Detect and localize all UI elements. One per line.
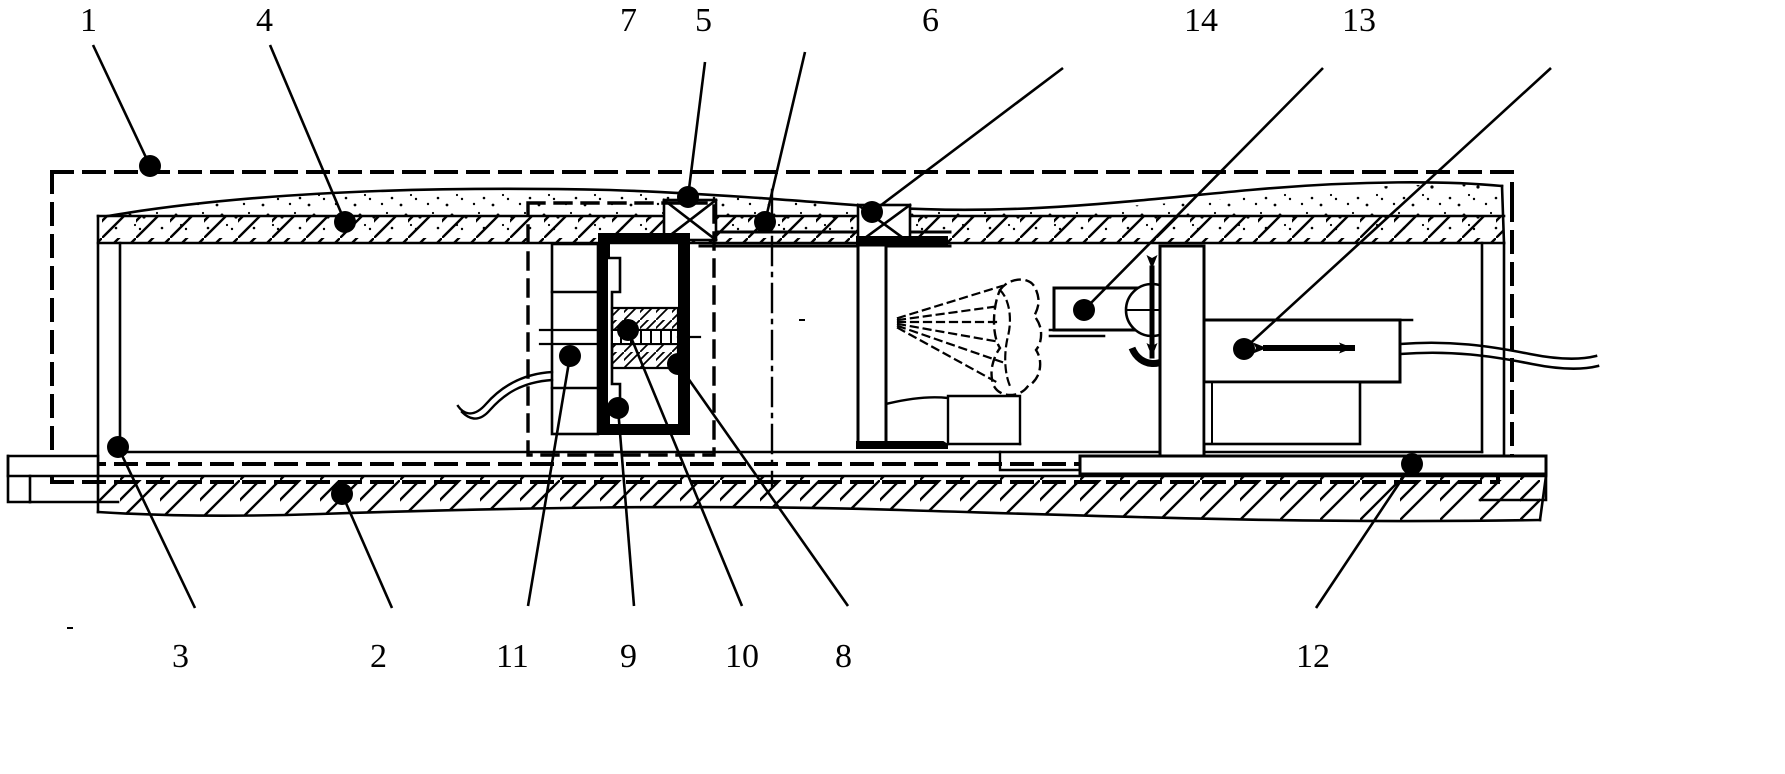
callout-dot-12 (1401, 453, 1423, 475)
central-mechanism (456, 233, 702, 436)
leader-line-13 (1243, 67, 1552, 350)
callout-dot-5 (754, 211, 776, 233)
lower-assembly-box (1202, 380, 1362, 446)
callout-dot-3 (107, 436, 129, 458)
guide-rail-right (678, 244, 690, 434)
callout-dot-6 (861, 201, 883, 223)
leader-line-5 (763, 51, 807, 223)
reference-numeral-5: 5 (695, 2, 712, 39)
leader-line-2 (340, 493, 394, 609)
leader-line-11 (526, 355, 572, 607)
reference-numeral-14: 14 (1184, 2, 1218, 39)
callout-dot-11 (559, 345, 581, 367)
callout-dot-2 (331, 483, 353, 505)
carrier-frame (538, 242, 600, 436)
leader-line-9 (616, 407, 636, 607)
reference-numeral-6: 6 (922, 2, 939, 39)
callout-dot-4 (334, 211, 356, 233)
leader-line-4 (268, 44, 347, 223)
support-column (1158, 244, 1206, 460)
flexible-cable (456, 370, 554, 420)
callout-dot-14 (1073, 299, 1095, 321)
reference-numeral-8: 8 (835, 638, 852, 675)
scan-artifacts (67, 319, 805, 629)
callout-dot-7 (677, 186, 699, 208)
leader-line-14 (1083, 67, 1324, 311)
reference-numeral-3: 3 (172, 638, 189, 675)
reference-numeral-9: 9 (620, 638, 637, 675)
linear-translating-block (1202, 318, 1600, 384)
callout-dots (107, 155, 1423, 505)
reference-numeral-13: 13 (1342, 2, 1376, 39)
reference-numeral-1: 1 (80, 2, 97, 39)
reference-numeral-2: 2 (370, 638, 387, 675)
reference-numeral-11: 11 (496, 638, 529, 675)
spray-cone (896, 278, 1106, 397)
reference-numeral-4: 4 (256, 2, 273, 39)
lower-support-rail (1078, 454, 1548, 476)
leader-line-8 (676, 363, 850, 607)
reference-numeral-12: 12 (1296, 638, 1330, 675)
vertical-post (856, 243, 1082, 472)
threaded-spindle (610, 306, 702, 370)
callout-dot-10 (617, 319, 639, 341)
reference-numeral-10: 10 (725, 638, 759, 675)
callout-dot-9 (607, 397, 629, 419)
callout-leader-lines (91, 44, 1552, 609)
callout-dot-13 (1233, 338, 1255, 360)
leader-line-12 (1314, 463, 1414, 609)
leader-line-1 (91, 44, 152, 167)
callout-dot-1 (139, 155, 161, 177)
inner-dashed-detail-box (526, 201, 716, 457)
leader-line-6 (871, 66, 1064, 214)
leader-line-7 (686, 61, 707, 198)
reference-numeral-7: 7 (620, 2, 637, 39)
lower-hatched-floor (28, 474, 1548, 523)
leader-line-3 (116, 446, 197, 609)
leader-line-10 (626, 329, 744, 607)
callout-dot-8 (667, 353, 689, 375)
